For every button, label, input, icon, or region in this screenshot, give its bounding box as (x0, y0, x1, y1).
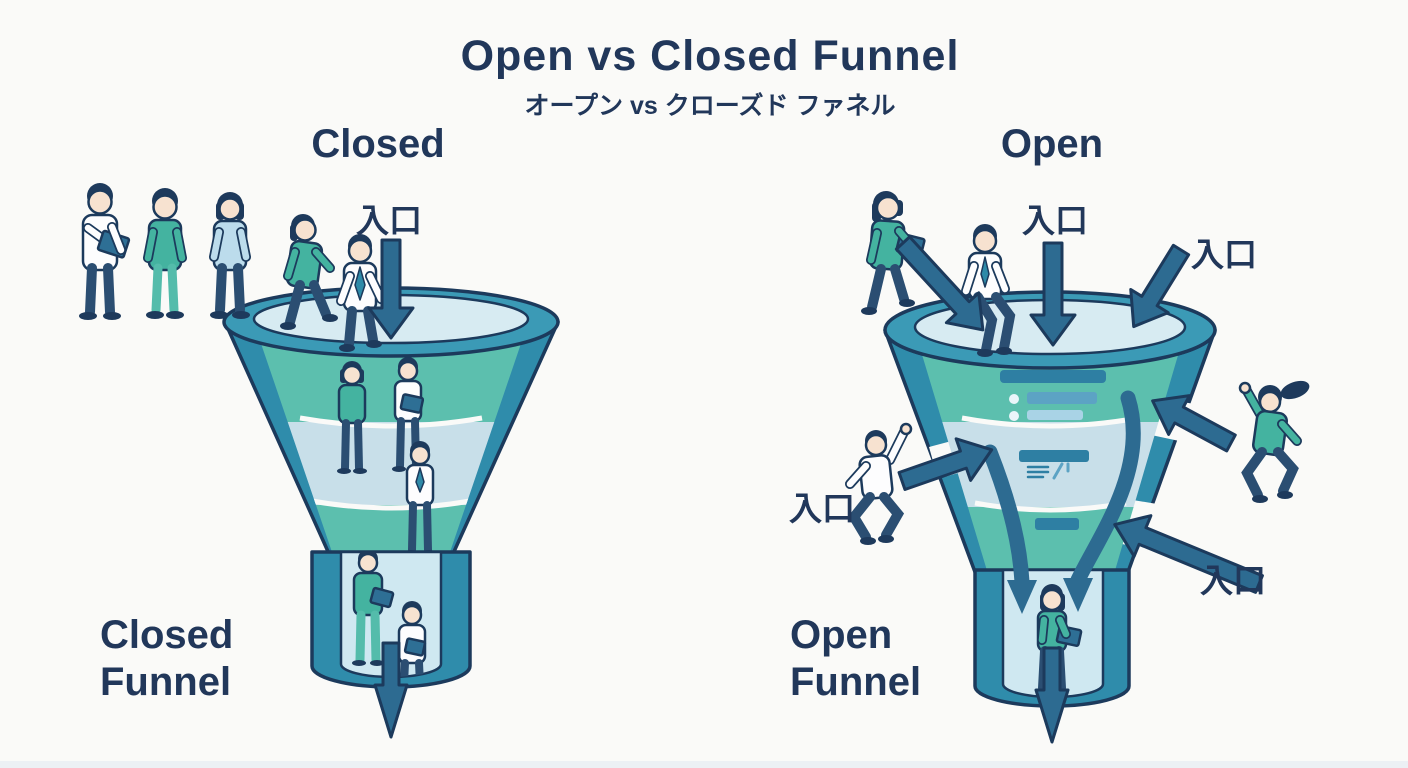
open-caption-line1: Open (790, 613, 893, 657)
internal-flow-arrow-left (982, 444, 1030, 590)
content-bar (1000, 370, 1106, 383)
tablet-icon (369, 586, 395, 609)
closed-entrance-arrow (367, 238, 415, 340)
open-caption-line2: Funnel (790, 660, 922, 705)
person-walking-woman-tablet (861, 191, 926, 315)
open-entrance-arrow-top (1029, 241, 1077, 347)
person-queue-lightblue-woman (209, 192, 251, 319)
open-entrance-arrow-topleft (894, 235, 985, 332)
open-side-people (845, 191, 1310, 545)
closed-funnel-stem-people (352, 552, 427, 677)
person-jumping-woman (1238, 380, 1310, 503)
person-queue-teal-man (143, 188, 187, 319)
funnel-content-cards (1000, 370, 1106, 530)
closed-heading: Closed (311, 122, 445, 166)
content-bar (1019, 450, 1089, 462)
open-entrance-arrow-topright (1129, 243, 1191, 329)
closed-caption-line1: Closed (100, 613, 234, 657)
closed-entrance-label: 入口 (356, 202, 422, 239)
bottom-shadow-strip (0, 761, 1408, 768)
open-entrance-arrow-midleft (897, 437, 994, 491)
person-in-funnel-woman (337, 361, 367, 474)
content-bar (1027, 410, 1083, 420)
open-funnel-graphic (883, 290, 1217, 708)
person-queue-clipboard-man (79, 183, 131, 320)
open-entrance-label-bottomright: 入口 (1200, 562, 1266, 599)
internal-flow-arrowhead-right (1063, 578, 1093, 612)
person-in-stem-white-man (397, 601, 427, 677)
person-queue-tie-man-entering (336, 234, 386, 352)
queue-people (79, 183, 386, 352)
open-entrance-label-topright: 入口 (1191, 236, 1257, 273)
page-subtitle-japanese: オープン vs クローズド ファネル (524, 92, 896, 120)
open-exit-arrow (1034, 646, 1070, 744)
content-bar (1035, 518, 1079, 530)
open-entrance-label-top: 入口 (1022, 202, 1088, 239)
person-queue-teal-woman-walking (280, 214, 338, 330)
bullet-dot (1009, 394, 1019, 404)
closed-caption-line2: Funnel (100, 660, 232, 705)
person-jumping-man (845, 422, 913, 545)
open-heading: Open (1000, 122, 1104, 166)
tablet-icon (403, 637, 427, 657)
internal-flow-arrow-right (1070, 390, 1141, 588)
tablet-icon (399, 393, 425, 414)
content-bar (1027, 392, 1097, 404)
person-in-stem-teal-man (352, 552, 395, 666)
closed-exit-arrow (373, 641, 409, 739)
closed-funnel-graphic (222, 286, 560, 689)
open-entrance-arrow-bottomright (1113, 514, 1264, 594)
page-title: Open vs Closed Funnel (460, 32, 960, 80)
open-entrance-label-left: 入口 (789, 490, 855, 527)
bullet-dot (1009, 411, 1019, 421)
open-entrance-arrow-midright (1151, 394, 1237, 453)
person-sitting-on-rim (961, 224, 1016, 357)
internal-flow-arrowhead-left (1007, 580, 1037, 614)
